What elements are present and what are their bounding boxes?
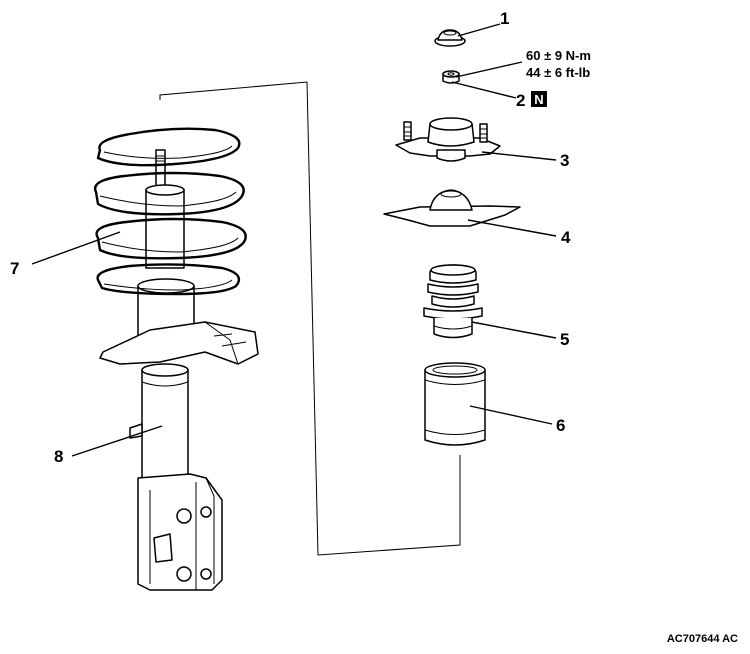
- part-8-strut-assembly: [99, 149, 259, 591]
- badge-letter: N: [534, 92, 543, 107]
- leader-lines: [31, 23, 557, 457]
- assembly-guide-line: [159, 81, 461, 556]
- callout-3-label: 3: [560, 151, 569, 170]
- part-2-self-locking-nut: [442, 70, 460, 84]
- callout-7-label: 7: [10, 259, 19, 278]
- part-5-bump-stopper: [423, 264, 483, 339]
- part-7-coil-spring: [93, 127, 247, 296]
- callout-6-label: 6: [556, 416, 565, 435]
- torque-spec-metric: 60 ± 9 N-m: [526, 48, 591, 63]
- torque-spec-imperial: 44 ± 6 ft-lb: [526, 65, 590, 80]
- callout-4-label: 4: [561, 228, 571, 247]
- part-6-dust-cover: [424, 362, 486, 446]
- part-4-spring-upper-seat: [383, 189, 521, 227]
- figure-code: AC707644 AC: [667, 633, 738, 645]
- non-reusable-part-badge: N: [531, 91, 547, 107]
- callout-2-label: 2: [516, 91, 525, 110]
- part-1-dust-cap: [434, 29, 466, 47]
- callout-5-label: 5: [560, 330, 569, 349]
- part-3-strut-mount: [395, 117, 501, 162]
- callout-8-label: 8: [54, 447, 63, 466]
- callout-1-label: 1: [500, 9, 509, 28]
